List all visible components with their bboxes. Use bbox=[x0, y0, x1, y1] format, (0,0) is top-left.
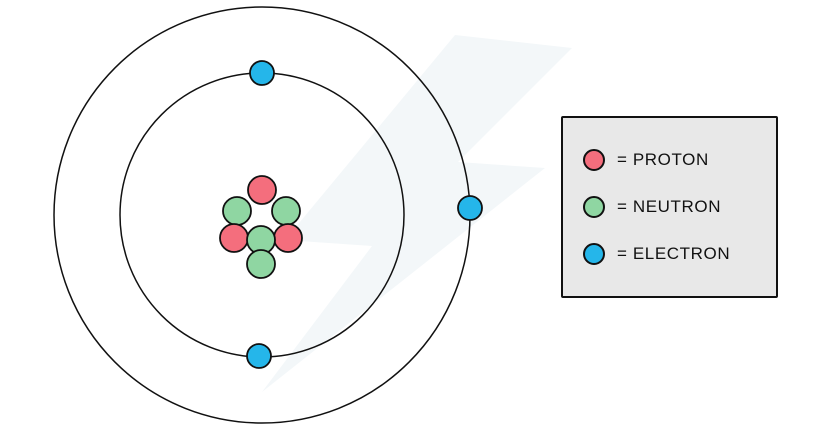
proton bbox=[247, 175, 277, 205]
electron bbox=[246, 343, 272, 369]
proton bbox=[273, 223, 303, 253]
electron bbox=[457, 195, 483, 221]
electrons bbox=[246, 60, 483, 369]
proton-icon bbox=[583, 149, 605, 171]
watermark bbox=[262, 35, 572, 392]
legend-item-neutron: = NEUTRON bbox=[583, 196, 770, 218]
electron-icon bbox=[583, 243, 605, 265]
proton bbox=[219, 223, 249, 253]
legend-label-electron: = ELECTRON bbox=[617, 244, 731, 263]
neutron bbox=[246, 249, 276, 279]
watermark-bolt-icon bbox=[262, 35, 572, 392]
legend-label-neutron: = NEUTRON bbox=[617, 197, 722, 216]
legend-label-proton: = PROTON bbox=[617, 150, 709, 169]
legend-item-electron: = ELECTRON bbox=[583, 243, 770, 265]
electron bbox=[249, 60, 275, 86]
neutron bbox=[222, 196, 252, 226]
legend: = PROTON = NEUTRON = ELECTRON bbox=[561, 116, 778, 298]
legend-item-proton: = PROTON bbox=[583, 149, 770, 171]
neutron bbox=[271, 196, 301, 226]
nucleus bbox=[219, 175, 303, 279]
neutron-icon bbox=[583, 196, 605, 218]
